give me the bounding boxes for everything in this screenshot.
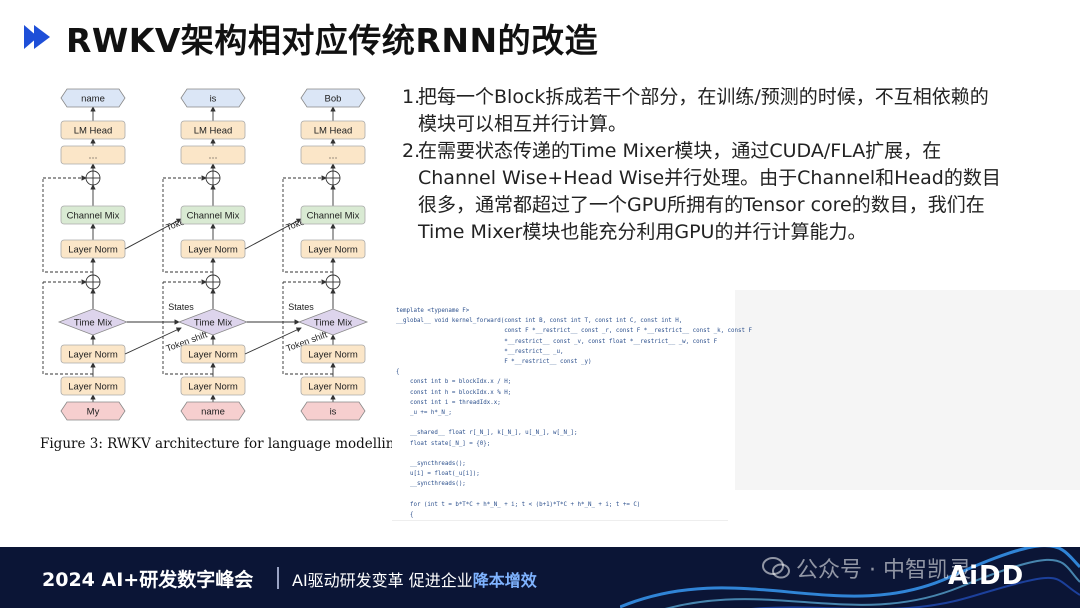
code-line: *__restrict__ const _v, const float *__r…	[396, 338, 718, 345]
lm-head-shape	[60, 120, 126, 140]
bullet-text: 把每一个Block拆成若干个部分，在训练/预测的时候，不互相依赖的模块可以相互并…	[418, 86, 989, 135]
lm-head-label: LM Head	[314, 126, 353, 137]
bullet-item: 1. 把每一个Block拆成若干个部分，在训练/预测的时候，不互相依赖的模块可以…	[402, 84, 1002, 138]
lm-head-shape	[300, 120, 366, 140]
layer-norm-label: Layer Norm	[188, 245, 238, 256]
token-shift-arrow	[124, 327, 182, 355]
ellipsis-block-shape	[60, 145, 126, 165]
layer-norm-label: Layer Norm	[308, 350, 358, 361]
token-shift-arrow	[244, 327, 302, 355]
code-line: const int i = threadIdx.x;	[396, 399, 501, 406]
code-line: float state[_N_] = {0};	[396, 440, 491, 447]
bullet-item: 2. 在需要状态传递的Time Mixer模块，通过CUDA/FLA扩展，在Ch…	[402, 138, 1002, 246]
footer-banner: 2024 AI+研发数字峰会 AI驱动研发变革 促进企业降本增效 AiDD	[0, 547, 1080, 608]
slogan-highlight: 降本增效	[472, 571, 537, 590]
output-token-shape	[60, 88, 126, 108]
layer-norm-label: Layer Norm	[68, 382, 118, 393]
figure-caption: Figure 3: RWKV architecture for language…	[40, 436, 408, 452]
event-slogan: AI驱动研发变革 促进企业降本增效	[292, 567, 537, 591]
output-token-label: name	[81, 94, 105, 105]
layer-norm-shape	[300, 376, 366, 396]
time-mix-shape	[297, 308, 369, 336]
layer-norm-label: Layer Norm	[68, 350, 118, 361]
channel-mix-label: Channel Mix	[307, 211, 360, 222]
layer-norm-label: Layer Norm	[188, 382, 238, 393]
channel-mix-label: Channel Mix	[67, 211, 120, 222]
code-line: _u += h*_N_;	[396, 410, 452, 416]
code-line: const int b = blockIdx.x / H;	[396, 379, 512, 386]
input-token-shape	[180, 401, 246, 421]
layer-norm-label: Layer Norm	[308, 245, 358, 256]
code-line: template <typename F>	[396, 308, 470, 314]
channel-mix-shape	[60, 205, 126, 225]
code-line: __shared__ float r[_N_], k[_N_], u[_N_],…	[396, 430, 578, 437]
bullet-number: 2.	[402, 140, 421, 162]
image-placeholder	[735, 290, 1080, 490]
input-token-shape	[60, 401, 126, 421]
output-token-shape	[300, 88, 366, 108]
ellipsis-block-label: …	[88, 151, 98, 162]
ellipsis-block-label: …	[328, 151, 338, 162]
event-name: 2024 AI+研发数字峰会	[42, 569, 254, 591]
page-title: RWKV架构相对应传统RNN的改造	[66, 21, 599, 60]
slogan-text: AI驱动研发变革 促进企业	[292, 571, 473, 590]
code-line: for (int t = b*T*C + h*_N_ + i; t < (b+1…	[396, 501, 641, 508]
title-arrow-icon	[24, 25, 50, 49]
ellipsis-block-label: …	[208, 151, 218, 162]
watermark: 公众号 · 中智凯灵	[796, 558, 971, 583]
wechat-icon	[762, 557, 790, 579]
layer-norm-shape	[300, 239, 366, 259]
code-line: {	[396, 369, 400, 376]
time-mix-label: Time Mix	[74, 318, 112, 329]
light-swirl-decoration	[620, 547, 1080, 608]
layer-norm-shape	[60, 376, 126, 396]
layer-norm-label: Layer Norm	[68, 245, 118, 256]
time-mix-label: Time Mix	[314, 318, 352, 329]
output-token-label: is	[210, 94, 217, 105]
bullet-text: 在需要状态传递的Time Mixer模块，通过CUDA/FLA扩展，在Chann…	[418, 140, 1001, 243]
layer-norm-shape	[180, 376, 246, 396]
input-token-label: is	[330, 407, 337, 418]
layer-norm-label: Layer Norm	[188, 350, 238, 361]
code-line: {	[396, 512, 414, 518]
states-label: States	[168, 302, 194, 312]
bullet-number: 1.	[402, 86, 421, 108]
states-label: States	[288, 302, 314, 312]
code-line: *__restrict__ _u,	[396, 348, 564, 355]
output-token-shape	[180, 88, 246, 108]
bullet-list: 1. 把每一个Block拆成若干个部分，在训练/预测的时候，不互相依赖的模块可以…	[402, 84, 1002, 246]
input-token-label: My	[87, 407, 100, 418]
output-token-label: Bob	[325, 94, 342, 105]
code-line: const int h = blockIdx.x % H;	[396, 389, 512, 396]
cuda-code-snippet: template <typename F> __global__ void ker…	[392, 298, 752, 521]
layer-norm-label: Layer Norm	[308, 382, 358, 393]
time-mix-label: Time Mix	[194, 318, 232, 329]
token-shift-arrow	[124, 218, 182, 250]
token-shift-arrow	[244, 218, 302, 250]
channel-mix-label: Channel Mix	[187, 211, 240, 222]
lm-head-label: LM Head	[74, 126, 113, 137]
input-token-shape	[300, 401, 366, 421]
layer-norm-shape	[300, 344, 366, 364]
footer-divider	[277, 567, 279, 589]
channel-mix-shape	[180, 205, 246, 225]
channel-mix-shape	[300, 205, 366, 225]
code-line: F *__restrict__ const _y)	[396, 359, 592, 365]
lm-head-label: LM Head	[194, 126, 233, 137]
code-line: u[i] = float(_u[i]);	[396, 471, 480, 478]
ellipsis-block-shape	[300, 145, 366, 165]
input-token-label: name	[201, 407, 225, 418]
aidd-logo: AiDD	[948, 561, 1025, 591]
code-line: const F *__restrict__ const _r, const F …	[396, 328, 752, 335]
ellipsis-block-shape	[180, 145, 246, 165]
code-line: __syncthreads();	[396, 461, 466, 467]
code-line: __global__ void kernel_forward(const int…	[396, 318, 683, 325]
code-line: __syncthreads();	[396, 481, 466, 488]
lm-head-shape	[180, 120, 246, 140]
